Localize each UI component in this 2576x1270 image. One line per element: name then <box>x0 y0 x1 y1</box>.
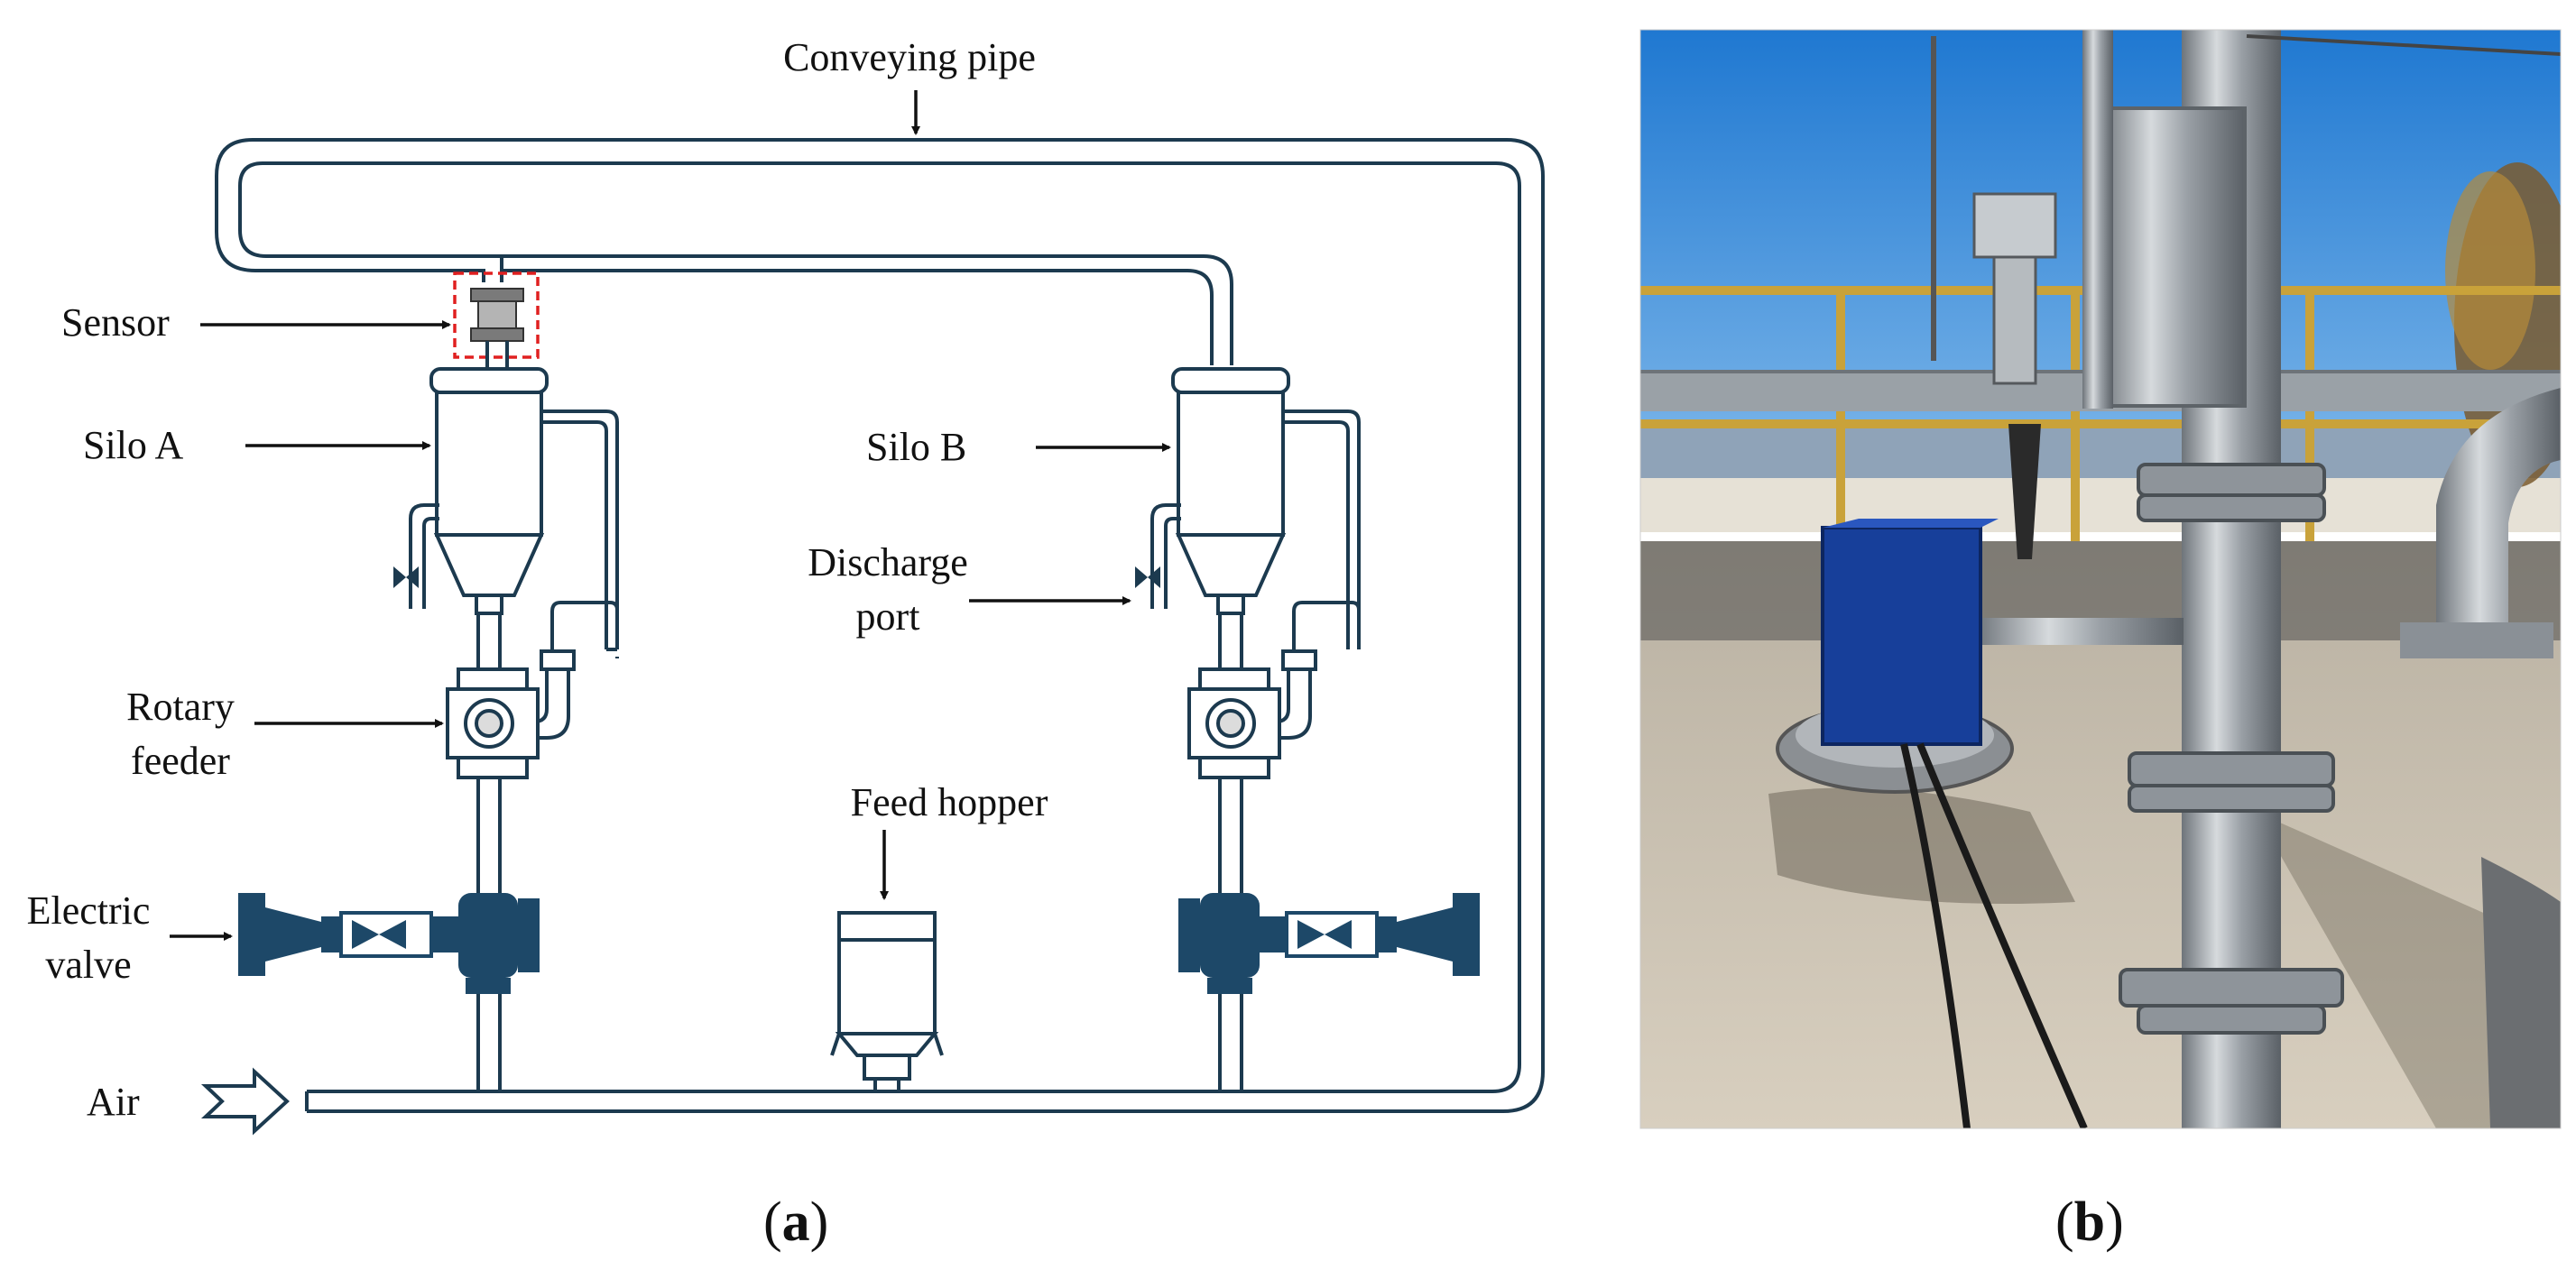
silo-b-return-pipe <box>1274 601 1361 740</box>
silo-b-outlet-pipe <box>1218 613 1243 669</box>
label-discharge-port-line1: Discharge <box>808 540 968 584</box>
photo-cables <box>1900 742 2088 1128</box>
label-silo-b: Silo B <box>866 425 966 469</box>
label-electric-valve-line1: Electric <box>27 888 151 933</box>
rotary-feeder-b <box>1187 667 1281 779</box>
feed-hopper <box>830 911 944 1091</box>
photo-flanges <box>2119 463 2344 1035</box>
silo-a-outlet-pipe <box>476 613 502 669</box>
photo-cable-gland <box>1972 192 2057 259</box>
svg-text:(a): (a) <box>763 1192 828 1253</box>
label-air: Air <box>87 1080 140 1124</box>
label-electric-valve-line2: valve <box>45 943 131 987</box>
caption-a-letter: a <box>782 1192 810 1253</box>
photo-blue-box <box>1821 526 1982 746</box>
silo-a-discharge-port <box>393 503 439 609</box>
label-feed-hopper: Feed hopper <box>851 780 1048 824</box>
label-sensor: Sensor <box>61 300 170 345</box>
air-inlet-arrow <box>200 1067 290 1136</box>
schematic-labels: Conveying pipe Sensor Silo A Silo B Disc… <box>27 35 1048 1124</box>
photo-elbow-pipe <box>2436 388 2561 631</box>
photo-sensor-housing <box>2099 106 2247 408</box>
label-silo-a: Silo A <box>83 423 183 467</box>
silo-b-discharge-port <box>1135 503 1181 609</box>
sensor <box>453 271 540 370</box>
leader-arrows <box>170 90 1171 941</box>
silo-b-inlet-pipe <box>502 254 1233 365</box>
electric-valve-b <box>1178 893 1480 994</box>
caption-a: (a) <box>763 1192 828 1253</box>
rotary-feeder-a <box>446 667 540 779</box>
silo-a <box>429 367 619 658</box>
photo-distant-roof <box>1640 424 2561 478</box>
photo-panel: (b) <box>1639 29 2562 1253</box>
label-conveying-pipe: Conveying pipe <box>783 35 1036 79</box>
silo-b <box>1171 367 1361 649</box>
conveying-pipe <box>215 138 1545 1113</box>
caption-b: (b) <box>2055 1192 2124 1253</box>
label-rotary-feeder-line1: Rotary <box>126 685 235 729</box>
label-discharge-port-line2: port <box>856 594 920 639</box>
caption-b-letter: b <box>2074 1192 2105 1253</box>
label-rotary-feeder-line2: feeder <box>131 739 230 783</box>
svg-text:(b): (b) <box>2055 1192 2124 1253</box>
silo-a-return-pipe <box>532 601 619 740</box>
schematic-panel: Conveying pipe Sensor Silo A Silo B Disc… <box>27 35 1545 1253</box>
electric-valve-a <box>238 893 540 994</box>
